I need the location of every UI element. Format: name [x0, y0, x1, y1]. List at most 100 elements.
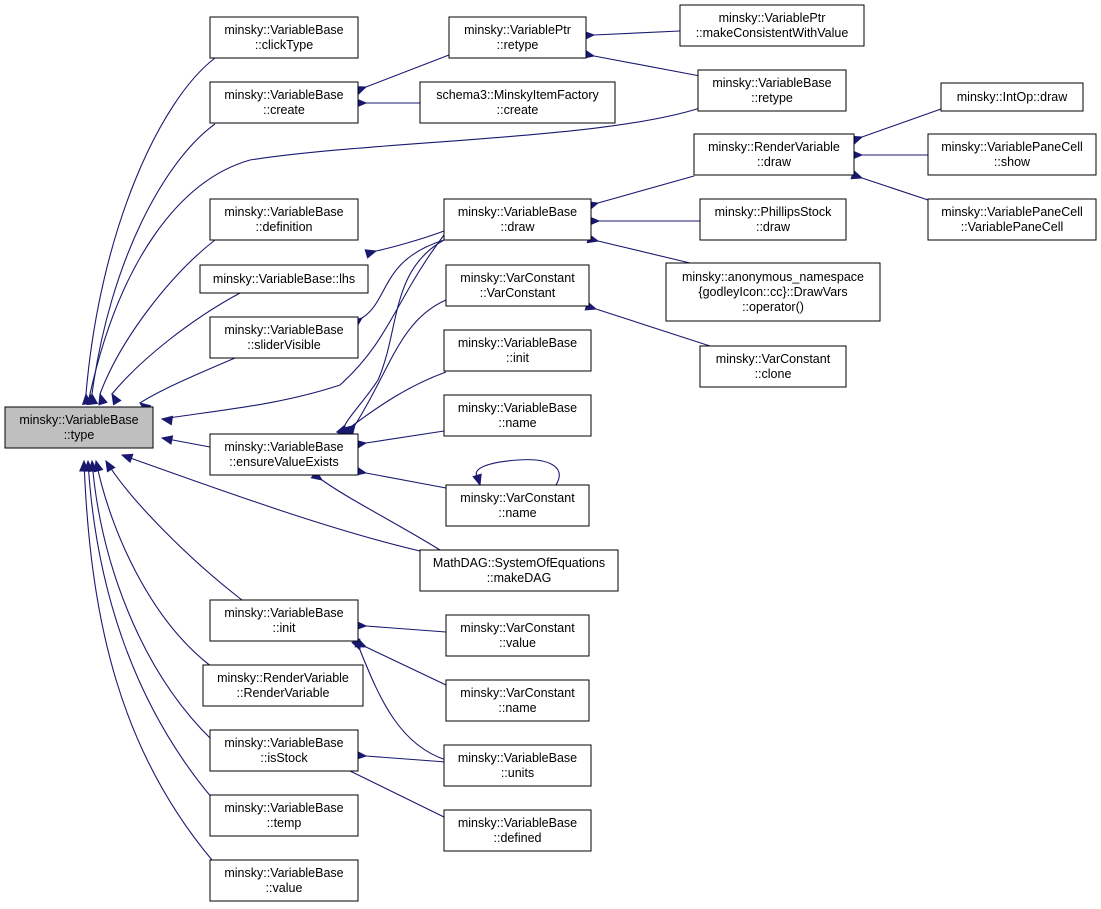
- node-label-line: minsky::VarConstant: [716, 352, 831, 366]
- node-rv-ctor[interactable]: minsky::RenderVariable::RenderVariable: [202, 664, 364, 707]
- node-label-line: minsky::VariableBase: [458, 751, 577, 765]
- node-label-line: minsky::RenderVariable: [708, 140, 840, 154]
- edge-lhs-to-type: [111, 292, 241, 406]
- node-rv-draw[interactable]: minsky::RenderVariable::draw: [693, 133, 855, 176]
- node-vb-defined[interactable]: minsky::VariableBase::defined: [443, 809, 592, 852]
- node-label-line: minsky::VariableBase: [224, 323, 343, 337]
- edge-line: [365, 430, 445, 444]
- node-label-line: minsky::VariableBase: [458, 336, 577, 350]
- node-label-line: ::create: [263, 103, 305, 117]
- node-label-line: ::units: [501, 766, 534, 780]
- node-label-line: ::clone: [755, 367, 792, 381]
- node-create[interactable]: minsky::VariableBase::create: [209, 81, 359, 124]
- edge-vb_units-to-isStock: [355, 750, 447, 763]
- node-vc-name2[interactable]: minsky::VarConstant::name: [445, 679, 590, 722]
- node-box: [209, 316, 359, 359]
- node-factory-create[interactable]: schema3::MinskyItemFactory::create: [419, 81, 616, 124]
- node-label-line: ::isStock: [260, 751, 308, 765]
- node-box: [445, 614, 590, 657]
- edge-line: [365, 54, 450, 88]
- node-box: [199, 264, 369, 294]
- node-label-line: minsky::VariableBase: [224, 606, 343, 620]
- node-drawvars[interactable]: minsky::anonymous_namespace{godleyIcon::…: [665, 262, 881, 322]
- arrowhead: [340, 425, 354, 437]
- edge-line: [99, 239, 216, 395]
- edge-vb_units-to-vb_init: [351, 638, 447, 761]
- node-isStock[interactable]: minsky::VariableBase::isStock: [209, 729, 359, 772]
- node-label-line: ::VariablePaneCell: [961, 220, 1064, 234]
- edge-line: [105, 460, 243, 601]
- edge-line: [351, 371, 447, 427]
- edge-vb_retype-to-type: [86, 107, 701, 406]
- arrowhead: [98, 392, 108, 406]
- node-box: [699, 198, 847, 241]
- node-box: [697, 69, 847, 112]
- node-label-line: ::VarConstant: [480, 286, 556, 300]
- edge-line: [91, 460, 213, 741]
- node-label-line: ::show: [994, 155, 1031, 169]
- node-ensureValueExists[interactable]: minsky::VariableBase::ensureValueExists: [209, 433, 359, 476]
- node-box: [693, 133, 855, 176]
- node-label-line: ::ensureValueExists: [229, 455, 339, 469]
- node-intop-draw[interactable]: minsky::IntOp::draw: [940, 82, 1084, 112]
- node-label-line: minsky::VarConstant: [460, 686, 575, 700]
- node-label-line: ::name: [498, 506, 536, 520]
- node-makeConsistent[interactable]: minsky::VariablePtr::makeConsistentWithV…: [679, 4, 865, 47]
- node-vb-init2[interactable]: minsky::VariableBase::init: [443, 329, 592, 372]
- node-box: [665, 262, 881, 322]
- edge-vc_name2-to-vb_init: [354, 638, 447, 686]
- node-sliderVisible[interactable]: minsky::VariableBase::sliderVisible: [209, 316, 359, 359]
- node-vc-ctor[interactable]: minsky::VarConstant::VarConstant: [445, 264, 590, 307]
- edge-vb_value-to-type: [79, 459, 213, 861]
- node-label-line: ::create: [497, 103, 539, 117]
- node-box: [445, 484, 590, 527]
- node-vc-clone[interactable]: minsky::VarConstant::clone: [699, 345, 847, 388]
- node-vb-init[interactable]: minsky::VariableBase::init: [209, 599, 359, 642]
- edge-line: [161, 234, 445, 420]
- node-label-line: minsky::VariablePtr: [464, 23, 571, 37]
- node-label-line: minsky::VariableBase: [712, 76, 831, 90]
- edge-line: [593, 55, 701, 77]
- node-definition[interactable]: minsky::VariableBase::definition: [209, 198, 359, 241]
- node-label-line: ::init: [273, 621, 296, 635]
- node-label-line: minsky::IntOp::draw: [957, 90, 1068, 104]
- node-vb-units[interactable]: minsky::VariableBase::units: [443, 744, 592, 787]
- node-vpc-ctor[interactable]: minsky::VariablePaneCell::VariablePaneCe…: [927, 198, 1097, 241]
- edge-vb_init-to-type: [105, 459, 243, 601]
- node-vb-retype[interactable]: minsky::VariableBase::retype: [697, 69, 847, 112]
- node-ps-draw[interactable]: minsky::PhillipsStock::draw: [699, 198, 847, 241]
- node-label-line: ::value: [499, 636, 536, 650]
- edge-sliderVisible-to-type: [138, 357, 236, 414]
- node-label-line: minsky::VariableBase: [224, 866, 343, 880]
- node-label-line: ::clickType: [255, 38, 313, 52]
- node-label-line: ::definition: [256, 220, 313, 234]
- node-label-line: ::value: [266, 881, 303, 895]
- node-makeDAG[interactable]: MathDAG::SystemOfEquations::makeDAG: [419, 549, 619, 592]
- node-label-line: ::init: [506, 351, 529, 365]
- edge-line: [89, 107, 701, 395]
- node-vc-value[interactable]: minsky::VarConstant::value: [445, 614, 590, 657]
- node-label-line: minsky::VariableBase: [224, 23, 343, 37]
- node-label-line: {godleyIcon::cc}::DrawVars: [698, 285, 847, 299]
- node-vptr-retype[interactable]: minsky::VariablePtr::retype: [448, 16, 587, 59]
- node-type[interactable]: minsky::VariableBase::type: [4, 406, 154, 449]
- node-vb-name[interactable]: minsky::VariableBase::name: [443, 394, 592, 437]
- edge-vc_value-to-vb_init: [355, 620, 447, 633]
- node-vpc-show[interactable]: minsky::VariablePaneCell::show: [927, 133, 1097, 176]
- node-box: [927, 133, 1097, 176]
- edge-line: [344, 239, 445, 426]
- node-vb-value[interactable]: minsky::VariableBase::value: [209, 859, 359, 902]
- edge-vb_retype-to-vptr_retype: [582, 49, 701, 77]
- node-vc-name[interactable]: minsky::VarConstant::name: [445, 484, 590, 527]
- arrowhead: [105, 459, 116, 473]
- node-box: [209, 729, 359, 772]
- node-temp[interactable]: minsky::VariableBase::temp: [209, 794, 359, 837]
- node-label-line: minsky::VariableBase: [224, 440, 343, 454]
- node-box: [443, 744, 592, 787]
- node-lhs[interactable]: minsky::VariableBase::lhs: [199, 264, 369, 294]
- edge-line: [87, 460, 213, 799]
- node-vb-draw[interactable]: minsky::VariableBase::draw: [443, 198, 592, 241]
- node-label-line: ::RenderVariable: [237, 686, 330, 700]
- node-clickType[interactable]: minsky::VariableBase::clickType: [209, 16, 359, 59]
- edge-drawvars-to-vb_draw: [586, 233, 691, 264]
